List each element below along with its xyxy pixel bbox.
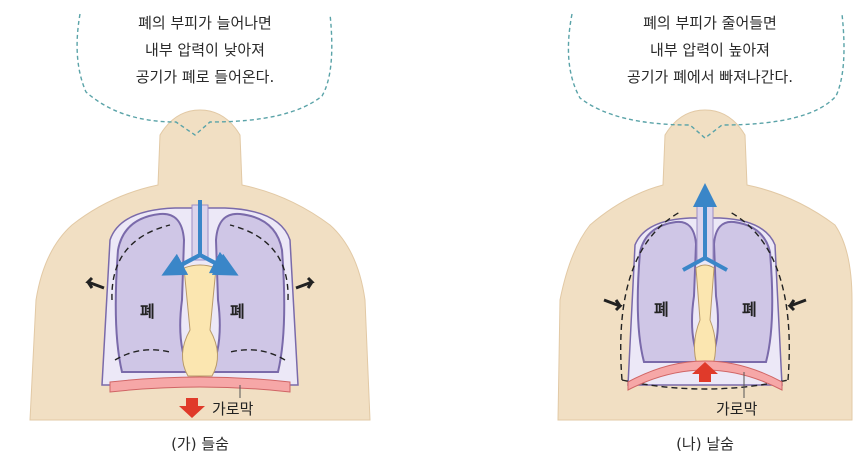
lung-label-left: 폐 — [140, 298, 155, 322]
caption-inhalation: (가) 들숨 — [120, 433, 280, 454]
diaphragm-label: 가로막 — [716, 398, 757, 419]
bubble-line: 내부 압력이 높아져 — [585, 37, 835, 64]
caption-exhalation: (나) 날숨 — [625, 433, 785, 454]
bubble-line: 내부 압력이 낮아져 — [95, 37, 315, 64]
lung-label-right: 폐 — [742, 296, 757, 320]
bubble-line: 공기가 폐로 들어온다. — [95, 64, 315, 91]
right-lung — [210, 214, 284, 372]
exhalation-explanation: 폐의 부피가 줄어들면 내부 압력이 높아져 공기가 폐에서 빠져나간다. — [585, 10, 835, 91]
left-lung — [116, 214, 190, 372]
lung-label-left: 폐 — [654, 296, 669, 320]
diaphragm-label: 가로막 — [212, 398, 253, 419]
bubble-line: 공기가 폐에서 빠져나간다. — [585, 64, 835, 91]
bubble-line: 폐의 부피가 줄어들면 — [585, 10, 835, 37]
bubble-line: 폐의 부피가 늘어나면 — [95, 10, 315, 37]
lung-label-right: 폐 — [230, 298, 245, 322]
inhalation-explanation: 폐의 부피가 늘어나면 내부 압력이 낮아져 공기가 폐로 들어온다. — [95, 10, 315, 91]
